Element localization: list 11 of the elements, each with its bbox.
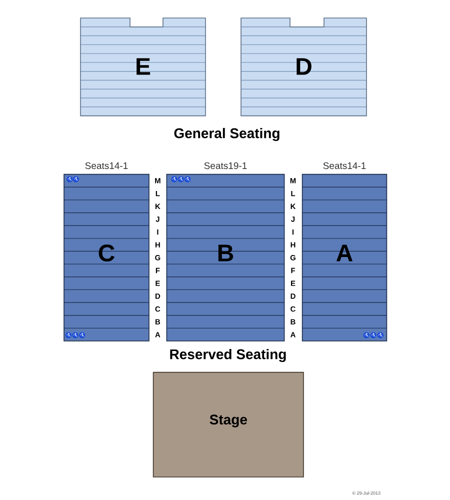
area-label: General Seating (174, 128, 280, 142)
section-heading: Seats14-1 (85, 162, 128, 170)
seating-section: C (64, 174, 150, 342)
stage-block: Stage (152, 372, 304, 478)
seating-section: E (80, 18, 206, 116)
section-heading: Seats14-1 (323, 162, 366, 170)
seating-section: D (240, 18, 367, 116)
area-label: Reserved Seating (170, 348, 286, 362)
seating-section: B (166, 174, 285, 342)
section-heading: Seats19-1 (204, 162, 247, 170)
seating-section: A (302, 174, 388, 342)
